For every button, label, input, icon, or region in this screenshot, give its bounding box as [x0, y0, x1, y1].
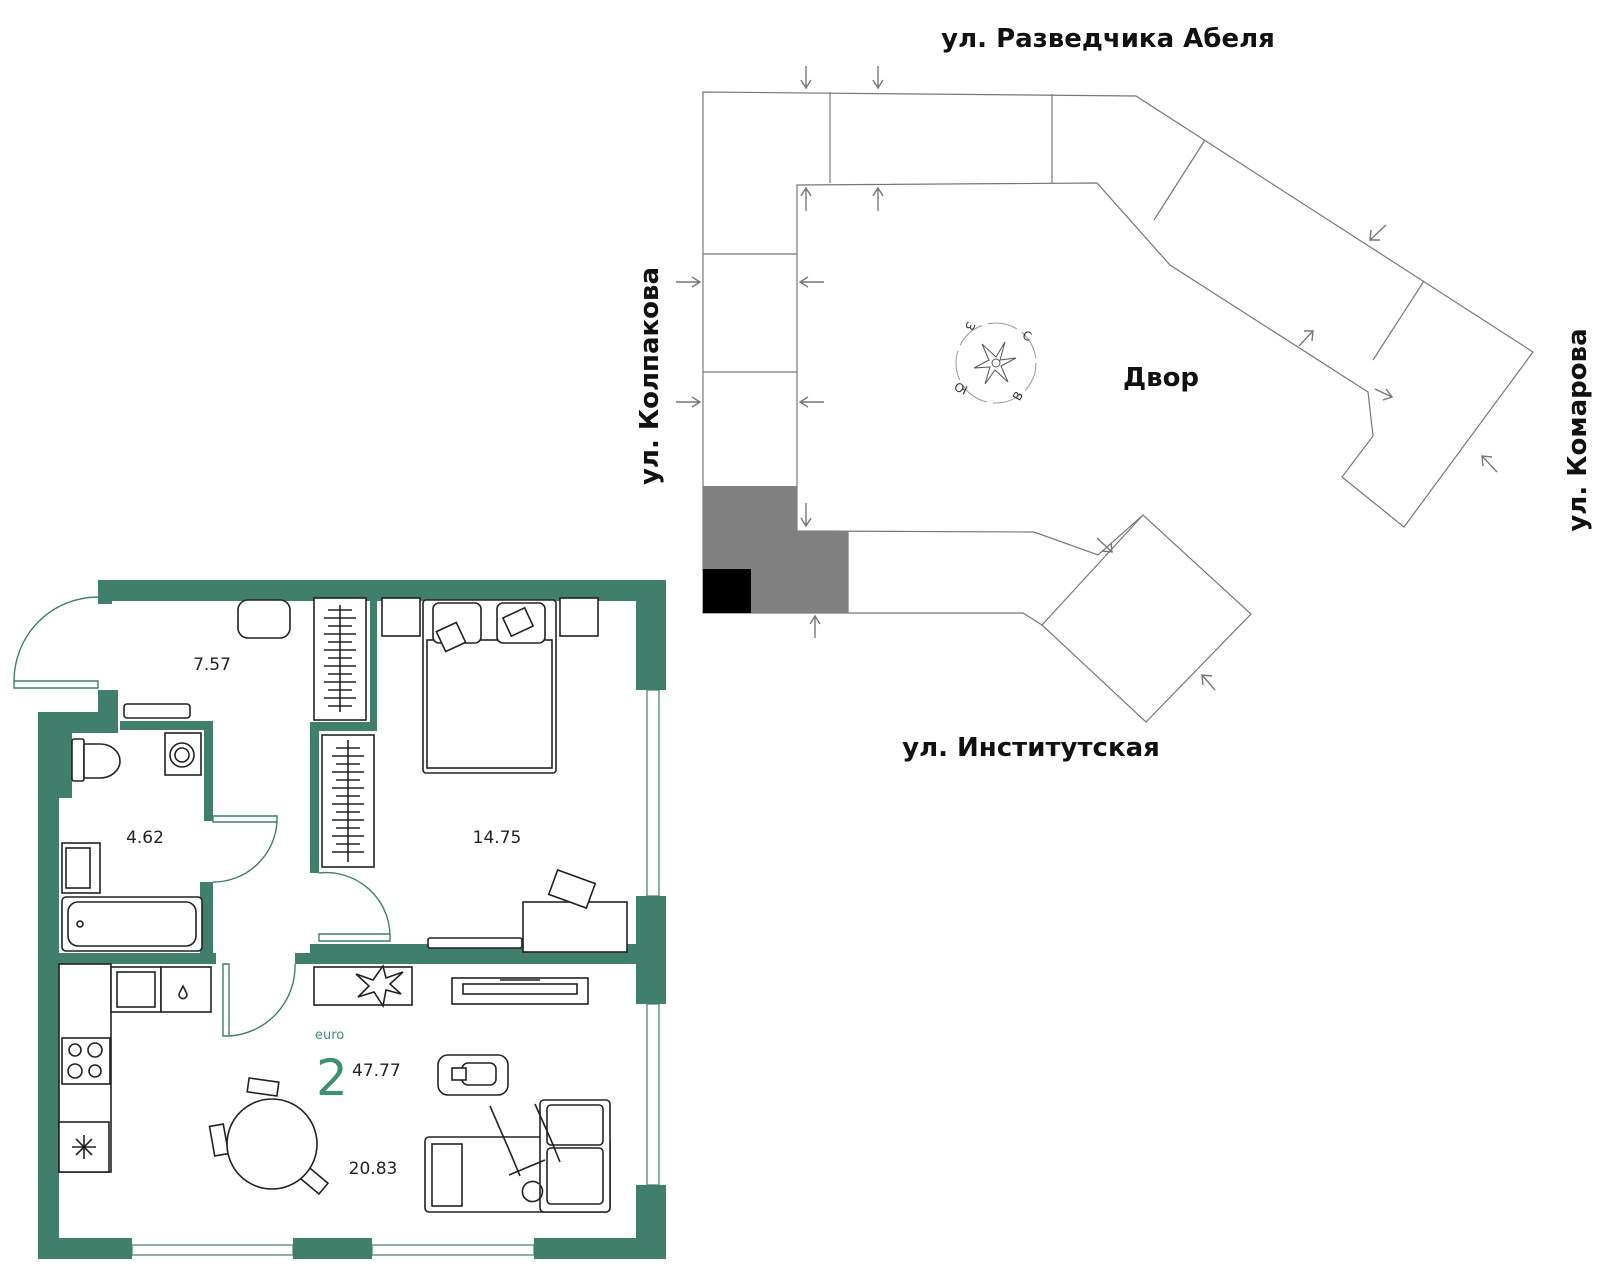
- windows: [131, 689, 660, 1256]
- radiator-hallway: [123, 703, 191, 719]
- window-living-south-2: [371, 1244, 535, 1256]
- compass-west-label: З: [962, 320, 978, 333]
- window-bedroom: [646, 689, 660, 897]
- bathroom-door[interactable]: [212, 815, 278, 883]
- total-area: 47.77: [352, 1061, 401, 1081]
- yard-label: Двор: [1123, 363, 1199, 393]
- window-living-east: [646, 1003, 660, 1186]
- entrance-arrows: [676, 66, 1498, 691]
- compass-north-label: С: [1020, 328, 1034, 344]
- compass-east-label: В: [1010, 389, 1026, 403]
- bedroom-door[interactable]: [318, 871, 391, 942]
- compass-star-icon: [973, 341, 1017, 385]
- street-label-east: ул. Комарова: [1563, 328, 1593, 531]
- entrance-door[interactable]: [13, 596, 99, 689]
- bathtub: [61, 896, 203, 952]
- compass-rose: С В Ю З: [952, 320, 1037, 404]
- room-area-hallway: 7.57: [193, 655, 231, 675]
- rooms-count: 2: [316, 1049, 348, 1107]
- site-plan: С В Ю З ул. Разведчика Абеля ул. Колпако…: [635, 24, 1593, 763]
- sofa: [424, 1099, 611, 1213]
- washing-machine: [164, 732, 202, 776]
- double-bed: [422, 599, 557, 774]
- nightstand-right: [559, 597, 599, 637]
- toilet: [71, 738, 121, 782]
- sink-bathroom: [61, 842, 101, 894]
- wardrobe-lower: [321, 734, 375, 868]
- furniture: [58, 597, 628, 1213]
- apartment-type-label: euro: [315, 1028, 344, 1043]
- wardrobe-upper: [313, 597, 367, 721]
- building-outline: [702, 91, 1534, 723]
- room-area-bedroom: 14.75: [473, 828, 522, 848]
- tv-cabinet: [451, 977, 589, 1005]
- dining-table: [208, 1077, 330, 1196]
- nightstand-left: [381, 597, 421, 637]
- compass-south-label: Ю: [952, 379, 970, 397]
- snowflake-icon: [72, 1135, 96, 1159]
- coffee-table: [437, 1054, 509, 1096]
- street-label-west: ул. Колпакова: [635, 267, 665, 485]
- tv-stand: [313, 964, 413, 1009]
- street-label-south: ул. Институтская: [902, 733, 1160, 763]
- pouf: [237, 599, 291, 639]
- street-label-north: ул. Разведчика Абеля: [941, 24, 1275, 54]
- window-living-south-1: [131, 1244, 294, 1256]
- room-area-bathroom: 4.62: [126, 828, 164, 848]
- kitchen-sink: [110, 966, 212, 1013]
- exterior-walls: [38, 580, 666, 1259]
- apartment-location-marker: [703, 569, 751, 613]
- compass-circle: [955, 322, 1037, 404]
- stove: [61, 1037, 111, 1085]
- floor-plan: 7.57 4.62 14.75 20.83 euro 2 47.77: [13, 580, 666, 1259]
- room-area-kitchen-living: 20.83: [349, 1159, 398, 1179]
- fridge: [58, 1121, 110, 1173]
- kitchen-door[interactable]: [222, 963, 296, 1037]
- desk-with-chair: [427, 868, 628, 953]
- doors: [13, 596, 391, 1037]
